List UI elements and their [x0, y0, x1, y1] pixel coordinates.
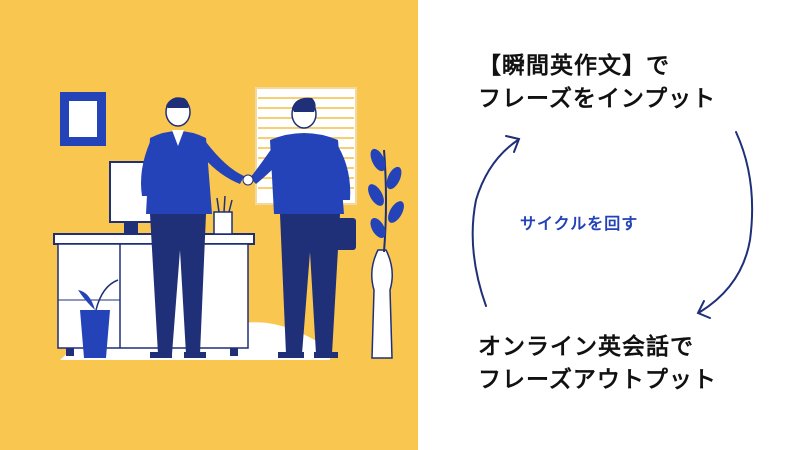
businessman-right-icon — [250, 97, 356, 358]
output-heading-line2: フレーズアウトプット — [478, 367, 717, 393]
input-heading: 【瞬間英作文】で フレーズをインプット — [478, 50, 798, 116]
small-plant-icon — [78, 279, 119, 358]
input-heading-line2: フレーズをインプット — [478, 86, 717, 112]
businessman-left-icon — [141, 97, 244, 358]
output-heading: オンライン英会話で フレーズアウトプット — [478, 331, 798, 397]
cycle-label: サイクルを回す — [520, 214, 639, 233]
handshake-illustration — [0, 0, 418, 450]
input-heading-line1: 【瞬間英作文】で — [478, 53, 670, 79]
output-heading-line1: オンライン英会話で — [478, 334, 694, 360]
illustration-svg — [0, 0, 418, 450]
handshake-icon — [242, 174, 254, 186]
text-panel: 【瞬間英作文】で フレーズをインプット サイクルを回す オンライン英会話で フレ… — [418, 0, 800, 450]
left-curved-arrow-icon — [471, 135, 521, 307]
vase-plant-icon — [368, 148, 404, 359]
right-curved-arrow-icon — [696, 131, 754, 319]
cycle-arrows — [471, 131, 754, 319]
picture-frame-icon — [60, 92, 106, 146]
